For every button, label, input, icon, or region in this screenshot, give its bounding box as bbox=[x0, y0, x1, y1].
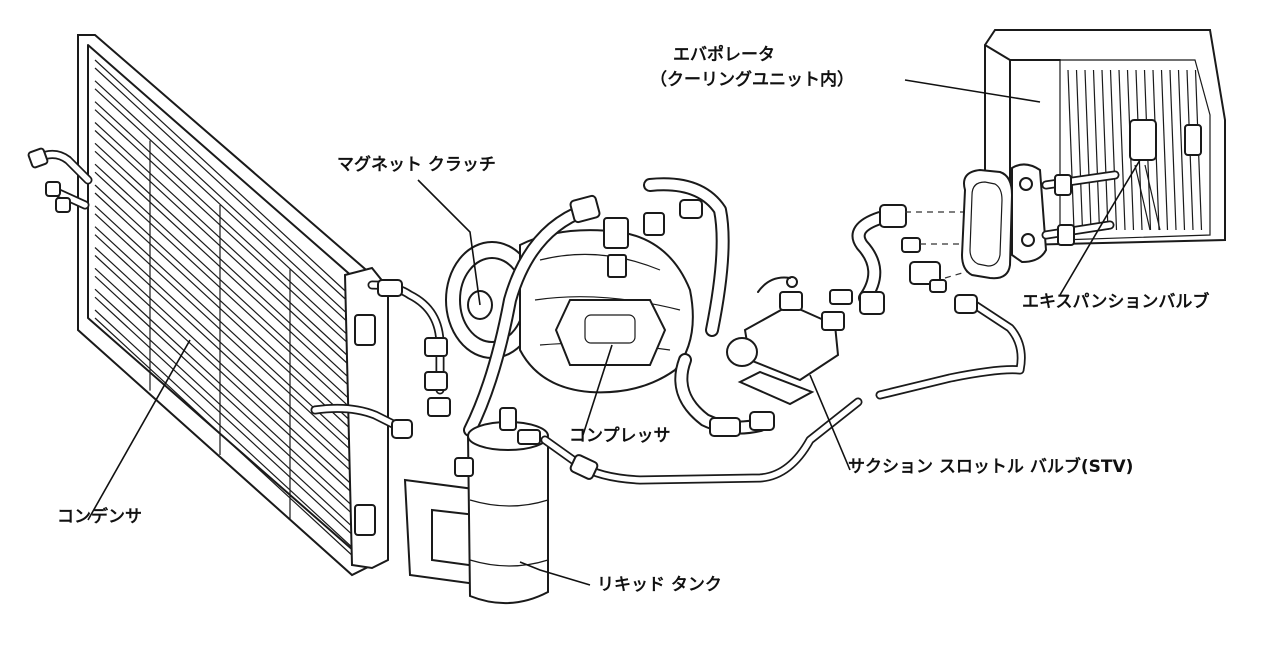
evaporator-fin bbox=[1177, 69, 1186, 231]
evaporator-fin bbox=[1092, 69, 1101, 231]
evaporator-fin bbox=[1067, 69, 1075, 231]
condenser-tube-edge bbox=[94, 88, 356, 330]
condenser-tube-edge bbox=[94, 192, 356, 434]
condenser-tube bbox=[94, 226, 356, 468]
label-stv: サクション スロットル バルブ(STV) bbox=[848, 457, 1134, 477]
condenser-tube bbox=[94, 309, 356, 551]
stv-illustration bbox=[726, 276, 853, 406]
liquid-tank-illustration bbox=[403, 397, 863, 605]
label-condenser: コンデンサ bbox=[57, 507, 142, 527]
evaporator-fin bbox=[1101, 69, 1109, 231]
evaporator-fin bbox=[1075, 69, 1084, 231]
condenser-tube-edge bbox=[94, 296, 356, 538]
condenser-tube-edge bbox=[94, 275, 356, 517]
evaporator-fin bbox=[1109, 69, 1118, 231]
evaporator-fin bbox=[1160, 69, 1169, 231]
condenser-tube-edge bbox=[94, 213, 356, 455]
refrigerant-hoses bbox=[424, 177, 775, 437]
evaporator-fin bbox=[1084, 69, 1092, 231]
condenser-tube-edge bbox=[94, 150, 356, 392]
condenser-tube bbox=[94, 288, 356, 530]
condenser-tube-edge bbox=[94, 109, 356, 351]
condenser-tube bbox=[94, 184, 356, 426]
condenser-tube-edge bbox=[94, 130, 356, 371]
label-evaporator: エバポレータ bbox=[673, 45, 775, 65]
condenser-tube bbox=[94, 267, 356, 509]
evaporator-illustration bbox=[960, 29, 1226, 280]
condenser-tube-edge bbox=[94, 317, 356, 559]
label-evaporator-sub: （クーリングユニット内） bbox=[650, 70, 854, 90]
condenser-tube bbox=[94, 247, 356, 488]
label-expansion-valve: エキスパンションバルブ bbox=[1022, 292, 1210, 312]
label-liquid-tank: リキッド タンク bbox=[597, 575, 722, 595]
condenser-tube bbox=[94, 101, 356, 343]
leader-lines bbox=[87, 79, 1141, 586]
label-magnet-clutch: マグネット クラッチ bbox=[337, 155, 496, 175]
evaporator-fin bbox=[1169, 69, 1177, 231]
condenser-tube-edge bbox=[94, 171, 356, 413]
suction-pipes bbox=[851, 204, 1026, 400]
condenser-tube bbox=[94, 163, 356, 405]
condenser-tube bbox=[94, 122, 356, 363]
compressor-illustration bbox=[445, 212, 694, 394]
condenser-tube-edge bbox=[94, 234, 356, 476]
condenser-illustration bbox=[27, 34, 445, 577]
condenser-tube bbox=[94, 59, 356, 301]
label-compressor: コンプレッサ bbox=[569, 426, 671, 446]
condenser-tube bbox=[94, 80, 356, 322]
condenser-tube bbox=[94, 142, 356, 384]
condenser-tube-edge bbox=[94, 255, 356, 496]
condenser-tube-edge bbox=[94, 67, 356, 309]
condenser-tube bbox=[94, 205, 356, 447]
evaporator-fin bbox=[1118, 69, 1126, 231]
